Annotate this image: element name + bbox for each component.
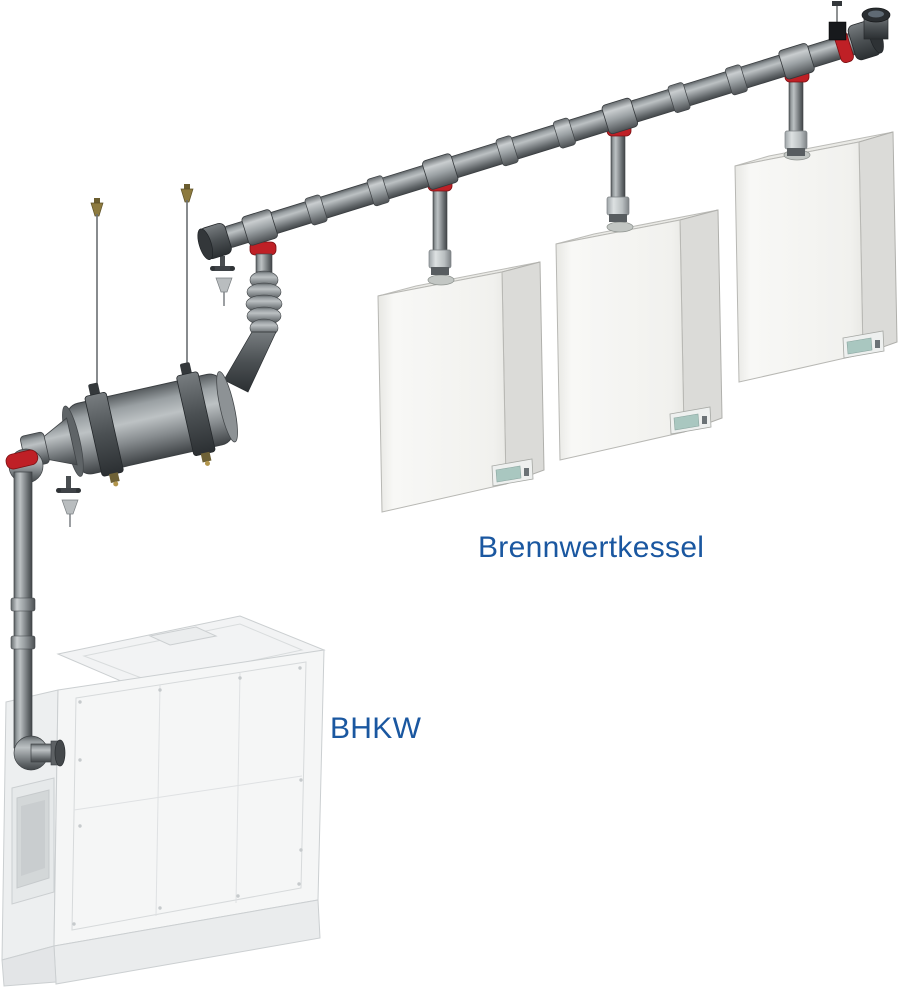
hanger-rod-1 <box>90 198 104 391</box>
flue-socket <box>427 274 455 286</box>
boiler-control-panel <box>669 406 712 435</box>
flex-bellows <box>223 241 283 393</box>
condensing-boiler-2 <box>555 209 723 461</box>
branch-pipe-1 <box>427 178 453 275</box>
downpipe-to-chp <box>5 448 66 771</box>
silencer <box>20 362 238 487</box>
end-fitting-top <box>861 7 891 40</box>
sensor-box <box>828 1 847 41</box>
label-condensing-boilers: Brennwertkessel <box>478 531 705 564</box>
flue-socket <box>606 221 634 233</box>
boiler-control-panel <box>491 458 534 487</box>
chp-panel-screws <box>72 666 303 926</box>
ceiling-anchor-icon <box>180 188 194 203</box>
ceiling-anchor-icon <box>90 202 104 217</box>
branch-pipe-2 <box>606 123 632 222</box>
hanger-rod-2 <box>180 184 194 371</box>
condensate-drain-valve-1 <box>210 256 235 306</box>
red-clamp-icon <box>5 449 39 470</box>
condensing-boiler-1 <box>377 261 545 513</box>
condensing-boiler-3 <box>734 131 898 383</box>
condensate-drain-valve-2 <box>56 476 81 527</box>
branch-pipe-3 <box>784 69 810 156</box>
chp-unit <box>1 615 326 987</box>
main-flue-pipe <box>197 20 884 261</box>
chp-door-window <box>21 800 45 876</box>
boiler-control-panel <box>842 330 885 359</box>
label-chp-unit: BHKW <box>330 712 422 745</box>
chp-top-box <box>148 626 218 646</box>
